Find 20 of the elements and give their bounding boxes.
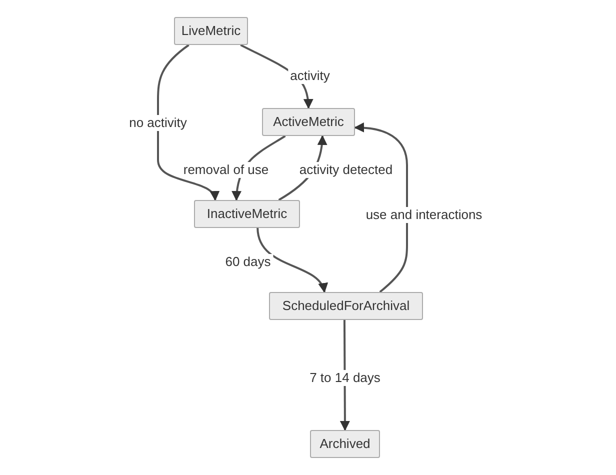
edge-label: activity bbox=[288, 68, 332, 84]
state-label: Archived bbox=[320, 435, 370, 454]
state-label: ScheduledForArchival bbox=[282, 297, 410, 316]
state-box bbox=[262, 108, 355, 136]
edge-label: 60 days bbox=[223, 254, 273, 270]
arrow bbox=[354, 122, 408, 293]
arrow bbox=[157, 44, 218, 201]
state-label: InactiveMetric bbox=[206, 205, 288, 224]
state-box bbox=[269, 292, 423, 320]
edge-label: removal of use bbox=[181, 162, 271, 178]
state-label: ActiveMetric bbox=[273, 113, 344, 132]
edge-label: use and interactions bbox=[364, 207, 484, 223]
edge-label: no activity bbox=[127, 115, 189, 131]
edge-label: 7 to 14 days bbox=[308, 370, 382, 386]
state-box bbox=[310, 430, 380, 458]
state-label: LiveMetric bbox=[181, 22, 241, 40]
arrow bbox=[256, 228, 326, 293]
edge-label: activity detected bbox=[297, 162, 395, 178]
state-box bbox=[174, 17, 248, 45]
state-box bbox=[194, 200, 300, 228]
